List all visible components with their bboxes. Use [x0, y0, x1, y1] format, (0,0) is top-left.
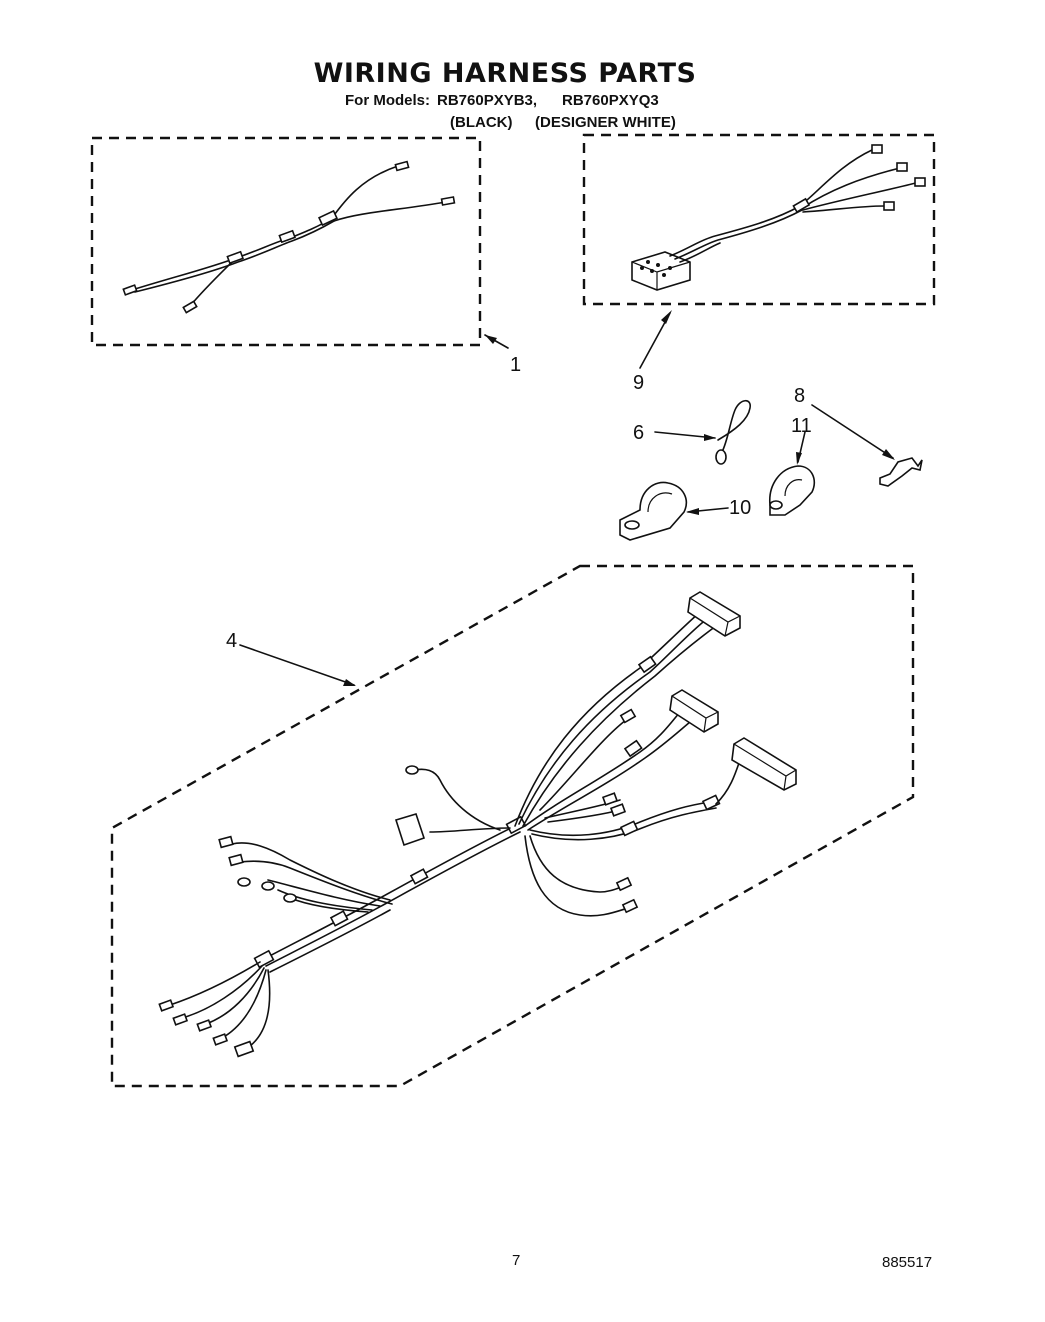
callout-9: 9 — [633, 372, 645, 394]
part-1-box — [90, 136, 482, 347]
doc-number: 885517 — [882, 1254, 933, 1271]
part-8-bracket — [811, 404, 923, 487]
part-9-harness — [582, 133, 936, 369]
color-white: (DESIGNER WHITE) — [535, 114, 676, 131]
model-white: RB760PXYQ3 — [562, 92, 659, 109]
part-6-ground-wire — [654, 399, 751, 465]
model-black: RB760PXYB3, — [437, 92, 538, 109]
part-4-harness — [110, 564, 915, 1088]
callout-10: 10 — [729, 497, 752, 519]
callout-4: 4 — [226, 630, 238, 652]
callout-8: 8 — [794, 385, 806, 407]
page-number: 7 — [512, 1252, 521, 1269]
color-black: (BLACK) — [450, 114, 513, 131]
callout-6: 6 — [633, 422, 645, 444]
part-11-clamp — [769, 431, 816, 516]
part-4-box — [110, 564, 915, 1088]
models-label: For Models: — [345, 92, 430, 109]
part-10-clamp — [619, 481, 729, 541]
callout-11: 11 — [791, 415, 812, 437]
part-9-box — [582, 133, 936, 306]
part-1-harness — [90, 136, 509, 349]
page-title: WIRING HARNESS PARTS — [313, 58, 697, 89]
callout-1: 1 — [510, 354, 522, 376]
